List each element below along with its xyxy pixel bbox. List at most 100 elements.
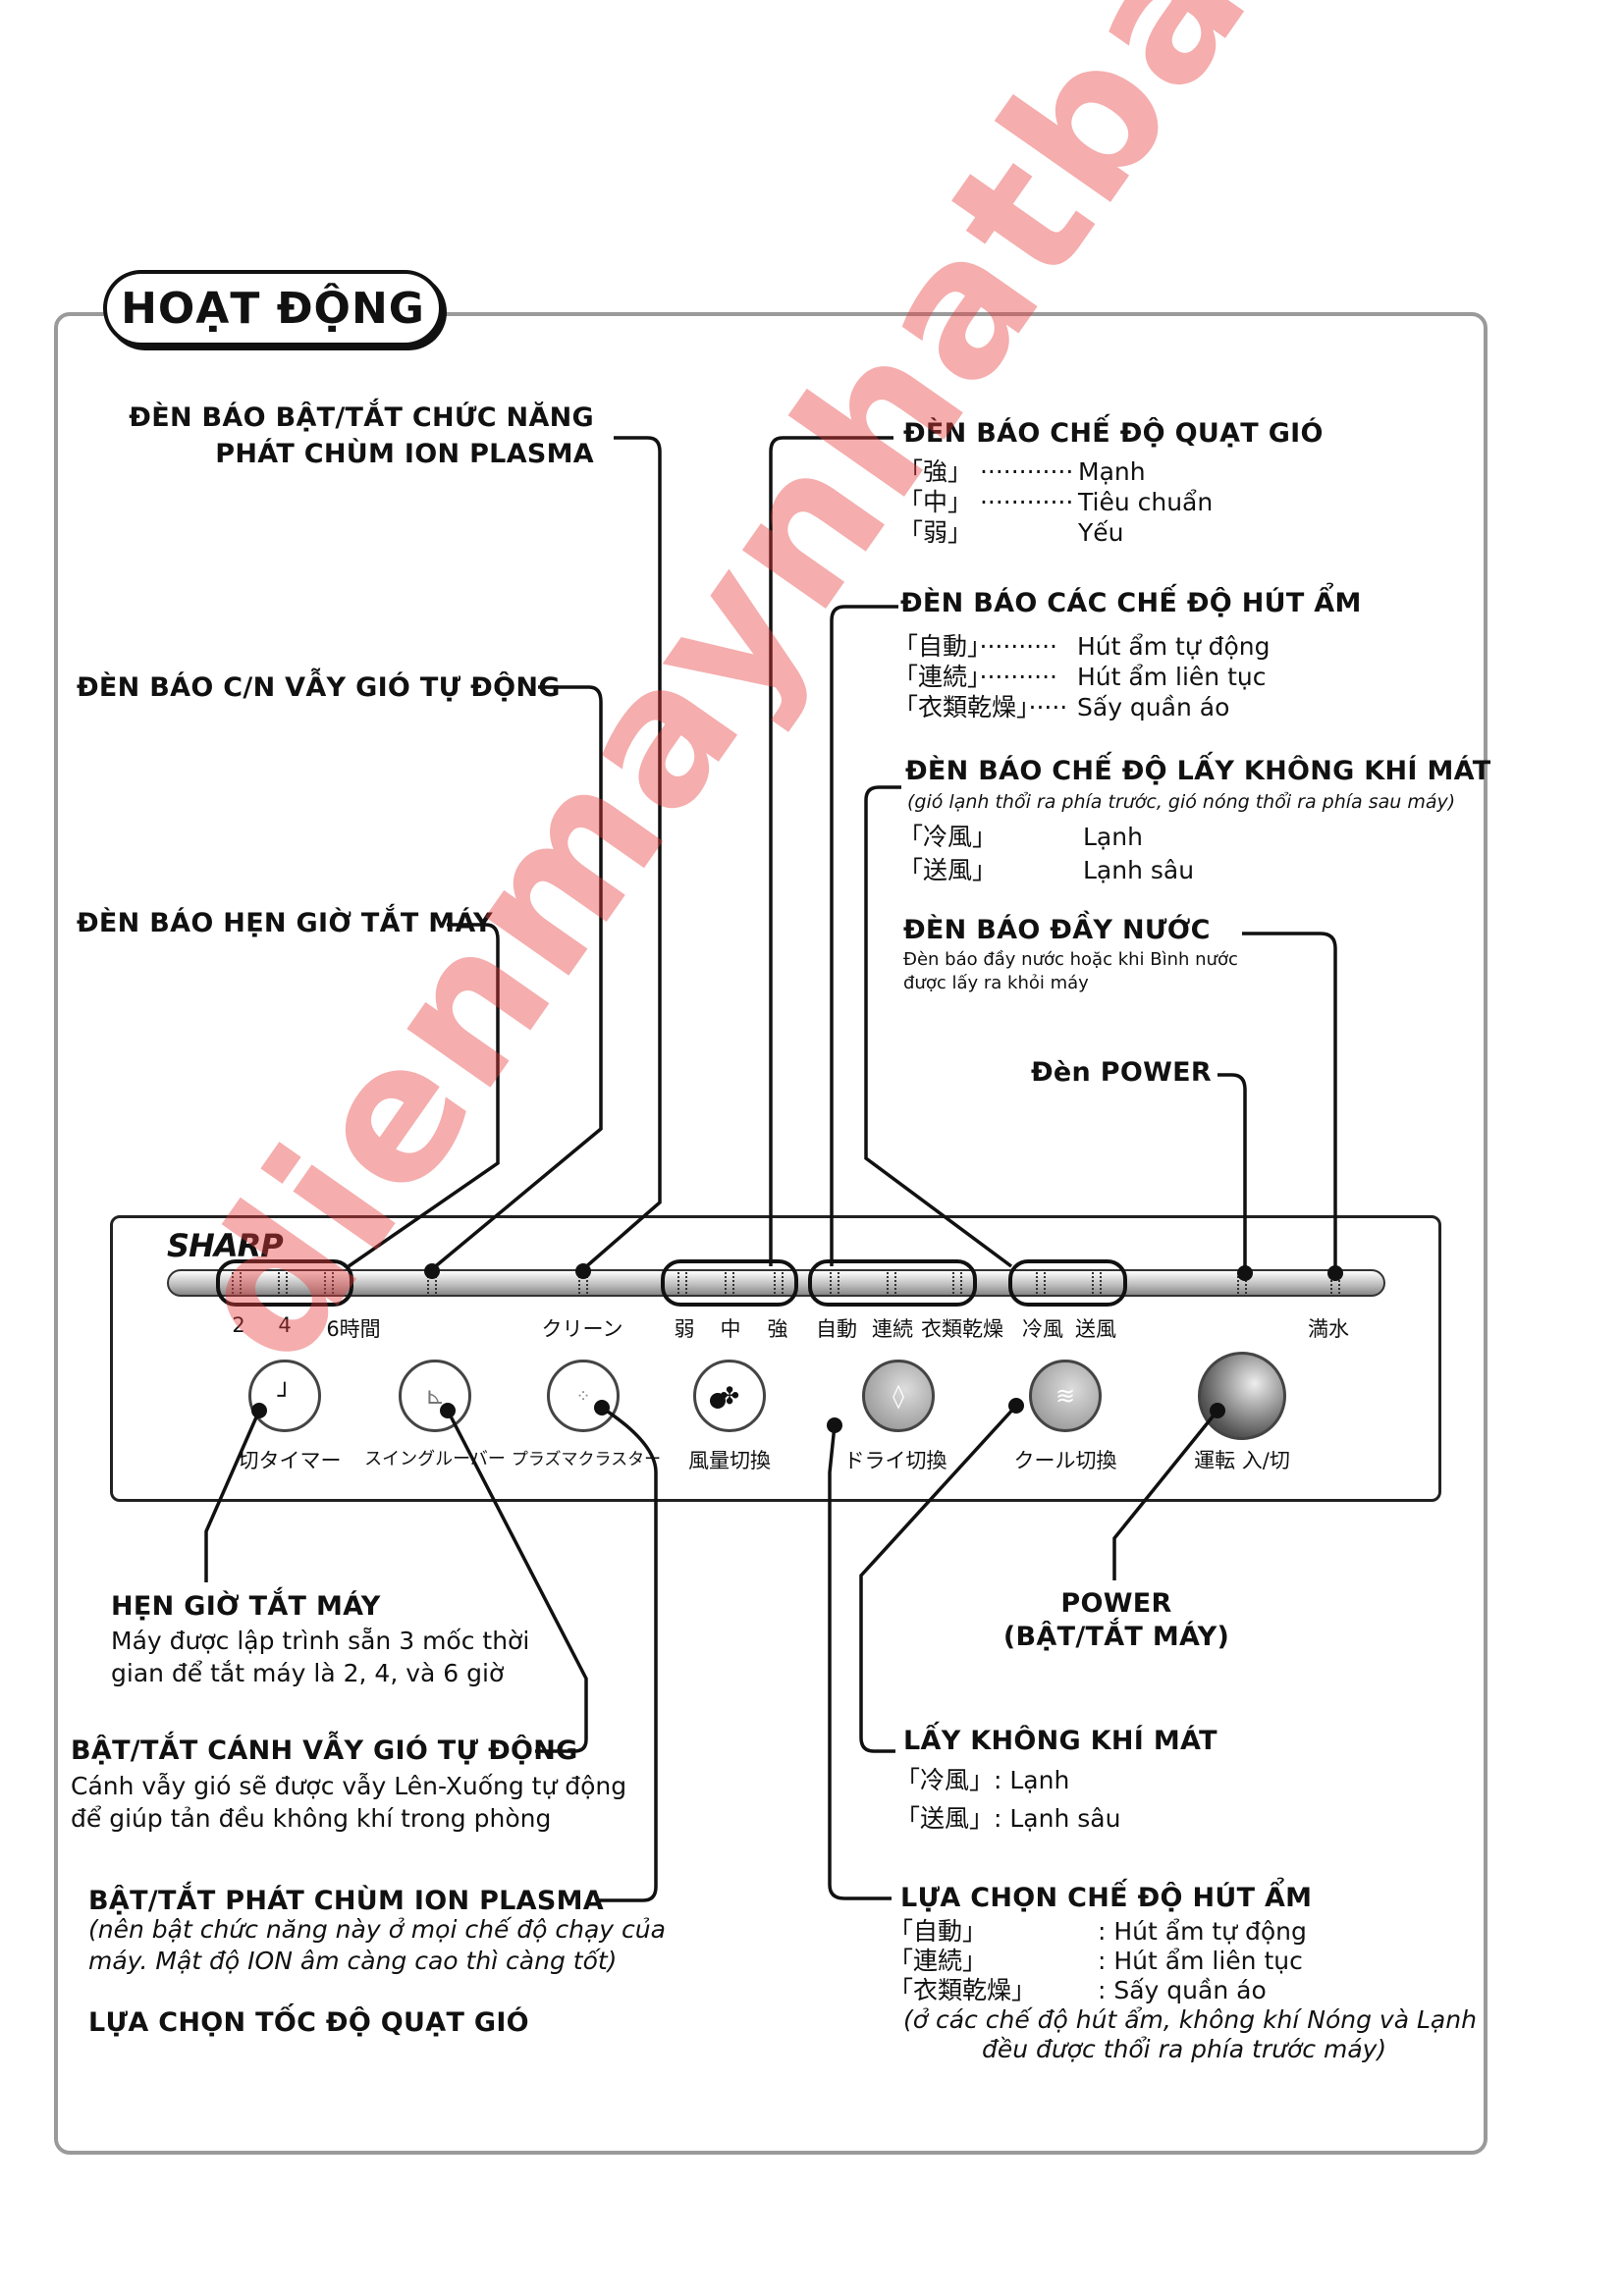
led-auto: [830, 1272, 839, 1294]
note-line: đều được thổi ra phía trước máy): [982, 2035, 1387, 2063]
indicator-bar: [167, 1269, 1385, 1297]
label-cold: 冷風: [1022, 1317, 1063, 1341]
desc-line: được lấy ra khỏi máy: [903, 973, 1089, 993]
desc-line: gian để tắt máy là 2, 4, và 6 giờ: [111, 1659, 505, 1687]
label-clean: クリーン: [541, 1317, 623, 1341]
sharp-logo: SHARP: [167, 1227, 284, 1264]
list-item: 「送風」: Lạnh sâu: [895, 1804, 1121, 1833]
meaning: Tiêu chuẩn: [1078, 488, 1214, 516]
led-6h: [324, 1272, 334, 1294]
leader-plasma-indicator: [581, 436, 662, 1271]
title-line: (BẬT/TẮT MÁY): [1002, 1622, 1230, 1652]
note-line: (ở các chế độ hút ẩm, không khí Nóng và …: [903, 2005, 1477, 2034]
label-line: ĐÈN BÁO BẬT/TẮT CHỨC NĂNG: [129, 402, 594, 433]
fan-indicator-meanings: Mạnh Tiêu chuẩn Yếu: [1078, 456, 1213, 548]
timer-button[interactable]: ┘: [248, 1360, 321, 1432]
leader-swing-indicator: [430, 685, 603, 1271]
led-water-full: [1330, 1272, 1340, 1294]
meaning: Hút ẩm tự động: [1077, 632, 1271, 661]
timer-button-label: 切タイマー: [238, 1449, 342, 1472]
led-weak: [677, 1272, 687, 1294]
label-laundry: 衣類乾燥: [921, 1317, 1003, 1341]
desc-line: để giúp tản đều không khí trong phòng: [71, 1804, 552, 1833]
plasma-note: (nên bật chức năng này ở mọi chế độ chạy…: [88, 1914, 666, 1977]
jp-term: 「冷風」: [898, 823, 998, 851]
meaning: : Hút ẩm liên tục: [1098, 1947, 1303, 1975]
water-drop-icon: ◊: [893, 1382, 904, 1410]
note-line: máy. Mật độ ION âm càng cao thì càng tốt…: [88, 1947, 618, 1975]
timer-title: HẸN GIỜ TẮT MÁY: [111, 1591, 381, 1622]
fan-speed-title: LỰA CHỌN TỐC ĐỘ QUẠT GIÓ: [88, 2007, 529, 2038]
louver-icon: ⊾: [424, 1382, 446, 1410]
plasmacluster-icon: ⁘: [575, 1385, 591, 1407]
dehumid-indicator-meanings: Hút ẩm tự động Hút ẩm liên tục Sấy quần …: [1077, 631, 1270, 722]
dehumid-select-meanings: : Hút ẩm tự động : Hút ẩm liên tục : Sấy…: [1098, 1917, 1307, 2005]
meaning: Mạnh: [1078, 457, 1146, 486]
jp-term: 「中」 ············: [898, 488, 1074, 516]
dehumid-indicator-list: 「自動」·········· 「連続」·········· 「衣類乾燥」····…: [893, 631, 1067, 722]
fan-indicator-group: [661, 1259, 798, 1307]
control-panel: [110, 1215, 1441, 1502]
wave-icon: ≋: [1055, 1382, 1076, 1410]
label-weak: 弱: [674, 1317, 695, 1341]
meaning: Lạnh: [1083, 823, 1143, 851]
cool-indicator-list: 「冷風」 「送風」: [898, 821, 997, 887]
jp-term: 「弱」: [898, 518, 973, 547]
cool-select-title: LẤY KHÔNG KHÍ MÁT: [903, 1726, 1217, 1756]
leader-timer-indicator: [348, 923, 500, 1268]
water-full-desc: Đèn báo đầy nước hoặc khi Bình nước được…: [903, 948, 1238, 995]
fan-speed-button-label: 風量切換: [688, 1449, 771, 1472]
dry-mode-button[interactable]: ◊: [862, 1360, 935, 1432]
led-2h: [232, 1272, 242, 1294]
meaning: Hút ẩm liên tục: [1077, 663, 1267, 691]
power-title: POWER (BẬT/TẮT MÁY): [1003, 1587, 1229, 1654]
desc-line: Đèn báo đầy nước hoặc khi Bình nước: [903, 949, 1238, 970]
meaning: Lạnh sâu: [1083, 856, 1195, 884]
led-fan: [1092, 1272, 1102, 1294]
power-lamp-label: Đèn POWER: [1031, 1057, 1213, 1088]
plasma-button-label: プラズマクラスター: [511, 1450, 662, 1469]
dehumid-indicator-title: ĐÈN BÁO CÁC CHẾ ĐỘ HÚT ẨM: [900, 588, 1362, 618]
meaning: : Hút ẩm tự động: [1098, 1917, 1307, 1946]
label-line: PHÁT CHÙM ION PLASMA: [215, 439, 594, 469]
section-title: HOẠT ĐỘNG: [103, 270, 443, 347]
jp-term: 「衣類乾燥」·····: [893, 693, 1068, 721]
led-4h: [278, 1272, 288, 1294]
label-strong: 強: [767, 1317, 788, 1341]
label-water-full: 満水: [1308, 1317, 1349, 1341]
cool-select-list: 「冷風」: Lạnh 「送風」: Lạnh sâu: [895, 1761, 1120, 1838]
jp-term: 「連続」··········: [893, 663, 1057, 691]
fan-indicator-title: ĐÈN BÁO CHẾ ĐỘ QUẠT GIÓ: [903, 418, 1324, 449]
leader-power-button: [1112, 1409, 1219, 1580]
cool-mode-button[interactable]: ≋: [1029, 1360, 1102, 1432]
label-fan: 送風: [1075, 1317, 1116, 1341]
plasma-indicator-label: ĐÈN BÁO BẬT/TẮT CHỨC NĂNG PHÁT CHÙM ION …: [129, 402, 594, 469]
dehumid-select-list: 「自動」 「連続」 「衣類乾燥」: [889, 1917, 1036, 2005]
desc-line: Máy được lập trình sẵn 3 mốc thời: [111, 1627, 530, 1655]
cool-indicator-group: [1008, 1259, 1127, 1307]
meaning: Sấy quần áo: [1077, 693, 1230, 721]
led-cold: [1036, 1272, 1046, 1294]
meaning: : Sấy quần áo: [1098, 1976, 1267, 2004]
label-4h: 4: [278, 1313, 292, 1337]
plasmacluster-button[interactable]: ⁘: [547, 1360, 620, 1432]
leader-dry-button: [828, 1424, 892, 1900]
timer-indicator-label: ĐÈN BÁO HẸN GIỜ TẮT MÁY: [77, 908, 493, 938]
swing-louver-button[interactable]: ⊾: [399, 1360, 471, 1432]
meaning: Yếu: [1078, 518, 1124, 547]
label-mid: 中: [720, 1317, 741, 1341]
jp-term: 「強」 ············: [898, 457, 1074, 486]
power-button[interactable]: [1198, 1352, 1286, 1440]
cool-indicator-meanings: Lạnh Lạnh sâu: [1083, 821, 1194, 887]
led-swing: [427, 1272, 437, 1294]
jp-term: 「送風」: [898, 856, 998, 884]
timer-indicator-group: [216, 1259, 353, 1307]
cool-indicator-title: ĐÈN BÁO CHẾ ĐỘ LẤY KHÔNG KHÍ MÁT: [905, 756, 1491, 786]
swing-indicator-label: ĐÈN BÁO C/N VẪY GIÓ TỰ ĐỘNG: [77, 672, 561, 703]
label-cont: 連続: [872, 1317, 913, 1341]
leader-fan-indicator: [769, 436, 893, 1266]
cool-button-label: クール切換: [1013, 1449, 1117, 1472]
timer-desc: Máy được lập trình sẵn 3 mốc thời gian đ…: [111, 1625, 529, 1689]
label-2h: 2: [232, 1313, 245, 1337]
